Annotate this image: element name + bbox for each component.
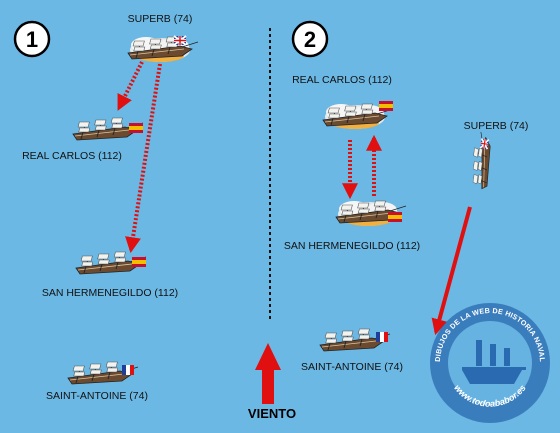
fire-arrow-to-real-carlos [117,61,144,111]
svg-text:1: 1 [26,27,38,52]
ship-san-hermenegildo-1 [75,251,147,275]
label-saint-antoine-1: SAINT-ANTOINE (74) [46,390,148,402]
label-superb-1: SUPERB (74) [128,13,193,25]
label-superb-2: SUPERB (74) [464,120,529,132]
ship-real-carlos-1 [72,117,144,141]
panel-number-2: 2 [291,20,329,58]
ship-real-carlos-2 [322,101,394,129]
svg-text:2: 2 [304,27,316,52]
wind-indicator: VIENTO [248,343,296,421]
fire-arrow-to-san-hermenegildo [125,63,162,254]
ship-superb-1 [127,34,199,62]
panel-1: 1 SUPERB (74) REAL CARLOS (112) SAN HERM… [13,13,199,402]
panel-2: 2 REAL CARLOS (112) SAN HERMENEGILDO (11… [284,20,529,373]
label-san-hermenegildo-2: SAN HERMENEGILDO (112) [284,240,420,252]
label-san-hermenegildo-1: SAN HERMENEGILDO (112) [42,287,178,299]
ship-superb-2 [468,131,495,190]
watermark-ship-icon [462,340,526,384]
ship-san-hermenegildo-2 [335,200,407,226]
panel-number-1: 1 [13,20,51,58]
course-arrow-superb [431,206,472,336]
wind-label: VIENTO [248,406,296,421]
ship-saint-antoine-2 [319,328,391,352]
label-saint-antoine-2: SAINT-ANTOINE (74) [301,361,403,373]
label-real-carlos-1: REAL CARLOS (112) [22,150,122,162]
label-real-carlos-2: REAL CARLOS (112) [292,74,392,86]
watermark-logo: DIBUJOS DE LA WEB DE HISTORIA NAVAL www.… [430,303,550,423]
ship-saint-antoine-1 [67,361,139,385]
